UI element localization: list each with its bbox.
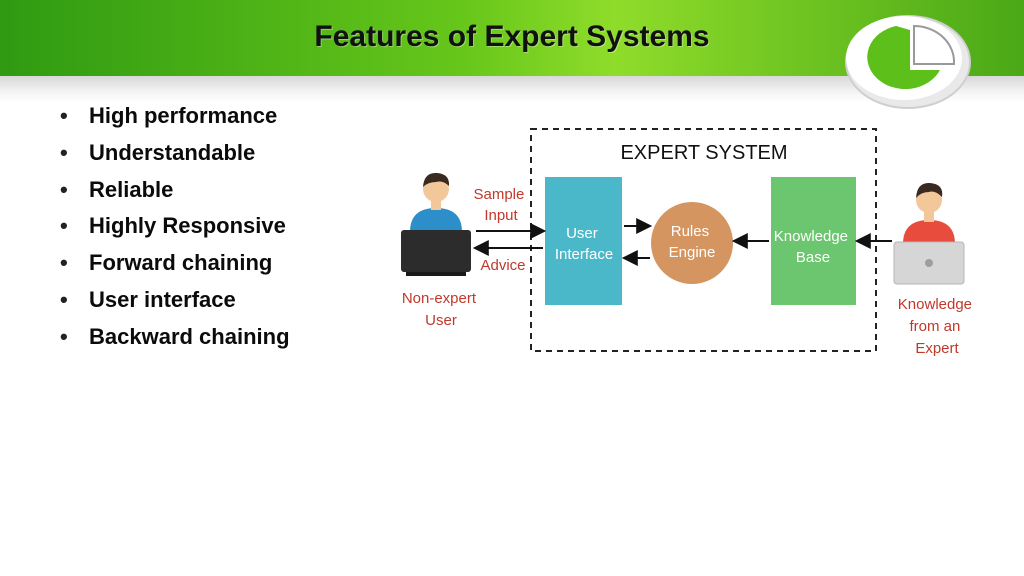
- list-item: Forward chaining: [56, 245, 290, 282]
- feature-list: High performance Understandable Reliable…: [56, 98, 290, 356]
- rules-engine-circle: [651, 202, 733, 284]
- sample-input-label: Sample Input: [473, 186, 528, 224]
- rules-engine-label: Rules Engine: [669, 223, 716, 261]
- expert-system-diagram: EXPERT SYSTEM User Interface Rules Engin…: [398, 120, 982, 368]
- slide-title: Features of Expert Systems: [314, 20, 710, 53]
- list-item: Understandable: [56, 135, 290, 172]
- list-item: User interface: [56, 282, 290, 319]
- user-interface-box: [545, 177, 622, 305]
- non-expert-user-icon: [401, 172, 471, 276]
- knowledge-base-label: Knowledge Base: [774, 228, 852, 266]
- list-item: Highly Responsive: [56, 208, 290, 245]
- list-item: High performance: [56, 98, 290, 135]
- list-item: Reliable: [56, 172, 290, 209]
- advice-label: Advice: [480, 257, 525, 274]
- non-expert-user-label: Non-expert User: [402, 290, 480, 329]
- knowledge-base-box: [771, 177, 856, 305]
- expert-system-title: EXPERT SYSTEM: [620, 142, 787, 164]
- expert-icon: [893, 182, 965, 285]
- list-item: Backward chaining: [56, 319, 290, 356]
- logo-icon: [845, 15, 971, 109]
- knowledge-expert-label: Knowledge from an Expert: [898, 296, 976, 357]
- user-interface-label: User Interface: [555, 225, 613, 263]
